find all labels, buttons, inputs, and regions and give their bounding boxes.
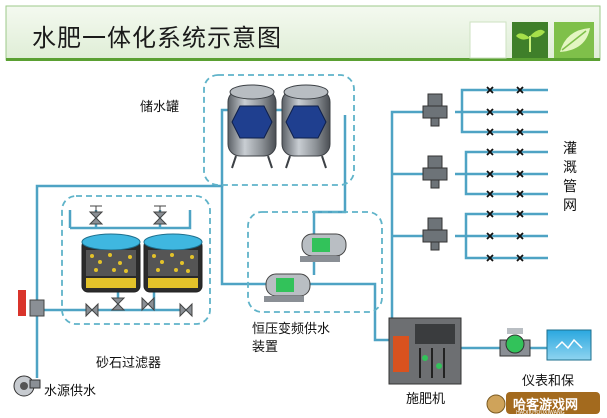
sand-filter-right bbox=[143, 233, 203, 293]
source-pump-icon bbox=[13, 375, 41, 397]
pump-icon-lower bbox=[264, 273, 311, 302]
sand-filter-left bbox=[81, 233, 141, 293]
emitter-mark bbox=[486, 148, 494, 156]
emitter-mark bbox=[516, 148, 524, 156]
emitter-mark bbox=[516, 210, 524, 218]
page-title: 水肥一体化系统示意图 bbox=[32, 24, 282, 52]
emitter-mark bbox=[516, 86, 524, 94]
emitter-mark bbox=[486, 190, 494, 198]
storage-tank-label: 储水罐 bbox=[140, 100, 180, 115]
emitter-mark bbox=[486, 108, 494, 116]
emitter-mark bbox=[516, 170, 524, 178]
emitter-mark bbox=[486, 128, 494, 136]
watermark-text: 哈客游戏网 bbox=[513, 398, 579, 413]
emitter-mark bbox=[486, 86, 494, 94]
emitter-mark bbox=[516, 108, 524, 116]
header-tile bbox=[469, 21, 507, 59]
emitter-mark bbox=[486, 254, 494, 262]
branch-valves bbox=[422, 93, 448, 251]
valve-icon bbox=[85, 205, 193, 318]
emitter-mark bbox=[486, 232, 494, 240]
header-underline bbox=[6, 58, 600, 61]
emitter-mark bbox=[516, 190, 524, 198]
sand-filter-label: 砂石过滤器 bbox=[96, 356, 162, 371]
pump-icon-upper bbox=[300, 233, 347, 262]
emitter-mark bbox=[516, 128, 524, 136]
fertilizer-machine bbox=[388, 317, 462, 385]
emitter-mark bbox=[516, 254, 524, 262]
leaf-sprout-icon bbox=[512, 22, 548, 58]
source-valve-icon bbox=[18, 290, 45, 317]
pump-station-label-line2: 装置 bbox=[252, 340, 279, 355]
emitter-mark bbox=[516, 232, 524, 240]
dashed-groups bbox=[61, 74, 383, 325]
watermark bbox=[486, 392, 600, 414]
watermark-subtext: HAOJIUYOUXIWANG bbox=[516, 410, 565, 416]
flow-meter-icon bbox=[499, 328, 531, 357]
emitter-icon bbox=[486, 86, 524, 262]
irrigation-network-label: 灌溉管网 bbox=[563, 141, 577, 214]
emitter-mark bbox=[486, 170, 494, 178]
instrument-label: 仪表和保 bbox=[522, 374, 575, 389]
storage-tank-right bbox=[281, 84, 331, 169]
storage-tank-left bbox=[227, 84, 277, 169]
water-tank-icon bbox=[546, 329, 592, 361]
leaf-icon bbox=[554, 22, 594, 58]
pump-station-label-line1: 恒压变频供水 bbox=[252, 322, 331, 337]
emitter-mark bbox=[486, 210, 494, 218]
water-source-label: 水源供水 bbox=[44, 384, 97, 399]
fertilizer-machine-label: 施肥机 bbox=[406, 392, 446, 407]
